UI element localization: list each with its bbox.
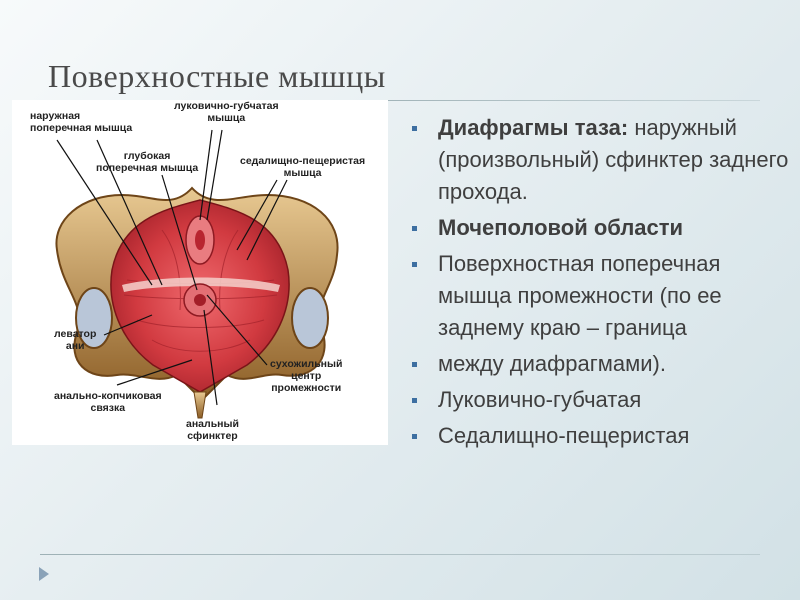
bullet-item: Луковично-губчатая xyxy=(412,384,792,416)
label-line: сухожильный xyxy=(270,358,343,370)
label-line: анально-копчиковая xyxy=(54,390,162,402)
bullet-bold-prefix: Диафрагмы таза: xyxy=(438,115,629,140)
label-line: луковично-губчатая xyxy=(174,100,279,112)
footer-divider xyxy=(40,554,760,555)
label-deep-transverse-muscle: глубокая поперечная мышца xyxy=(96,150,198,174)
bullet-item: Седалищно-пещеристая xyxy=(412,420,792,452)
label-line: глубокая xyxy=(123,150,171,162)
label-line: седалищно-пещеристая xyxy=(240,155,366,167)
bullet-rest: наружный (произвольный) сфинктер заднего… xyxy=(438,115,789,204)
label-line: центр xyxy=(291,370,322,382)
bullet-item: Мочеполовой области xyxy=(412,212,792,244)
label-perineal-body: сухожильный центр промежности xyxy=(270,358,342,394)
bullet-item: между диафрагмами). xyxy=(412,348,792,380)
label-external-transverse-muscle: наружная поперечная мышца xyxy=(30,110,132,134)
label-line: ани xyxy=(65,340,85,352)
slide-title: Поверхностные мышцы xyxy=(48,58,386,94)
label-anal-sphincter: анальный сфинктер xyxy=(186,418,239,442)
pelvic-floor-illustration: наружная поперечная мышца луковично-губч… xyxy=(12,100,388,445)
label-ischiocavernosus: седалищно-пещеристая мышца xyxy=(240,155,365,179)
label-line: поперечная мышца xyxy=(30,122,133,134)
label-line: поперечная мышца xyxy=(96,162,199,174)
label-line: связка xyxy=(90,402,126,414)
label-line: наружная xyxy=(30,110,81,122)
label-line: леватор xyxy=(54,328,97,340)
label-line: мышца xyxy=(207,112,246,124)
label-line: мышца xyxy=(283,167,322,179)
label-line: промежности xyxy=(271,382,342,394)
pelvic-floor-drawing xyxy=(55,129,339,419)
bullet-item: Диафрагмы таза: наружный (произвольный) … xyxy=(412,112,792,208)
bullet-item: Поверхностная поперечная мышца промежнос… xyxy=(412,248,792,344)
play-arrow-icon[interactable] xyxy=(38,566,50,582)
label-bulbospongiosus: луковично-губчатая мышца xyxy=(174,100,279,124)
label-levator-ani: леватор ани xyxy=(54,328,96,352)
bullet-list: Диафрагмы таза: наружный (произвольный) … xyxy=(412,112,792,456)
label-line: анальный xyxy=(186,418,239,430)
label-line: сфинктер xyxy=(187,430,238,442)
label-anococcygeal-ligament: анально-копчиковая связка xyxy=(54,390,162,414)
title-divider xyxy=(360,100,760,101)
